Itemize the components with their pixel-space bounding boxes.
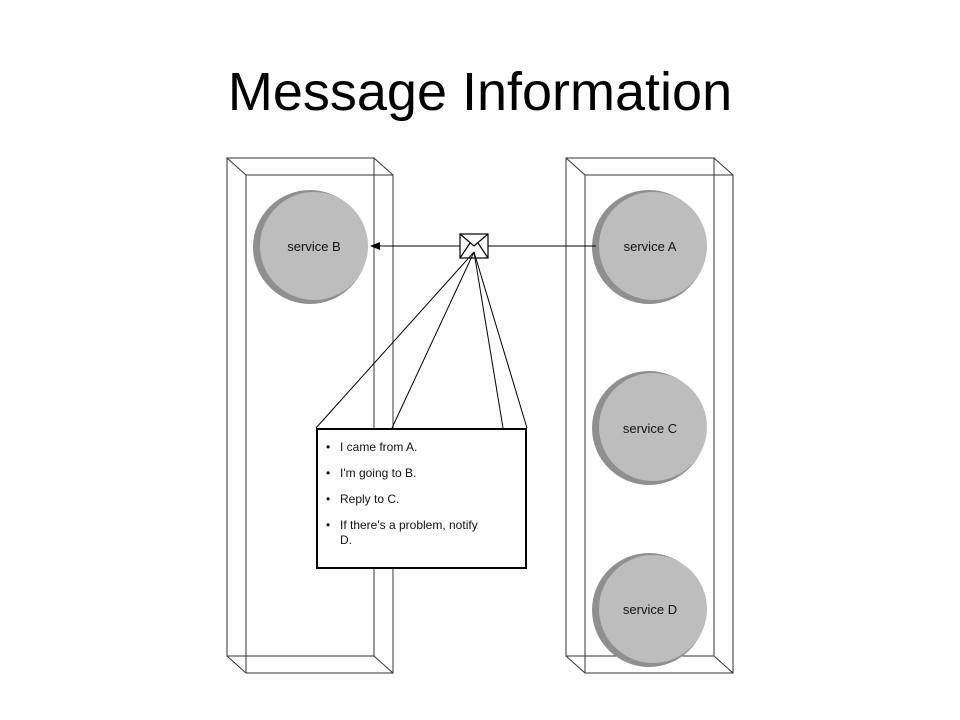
- service-d-node: service D: [592, 553, 707, 667]
- message-info-item: Reply to C.: [326, 492, 525, 507]
- message-info-item: If there's a problem, notify D.: [326, 518, 480, 548]
- service-a-label: service A: [624, 239, 677, 254]
- callout-lines: [315, 251, 528, 429]
- service-a-node: service A: [592, 190, 707, 304]
- service-c-node: service C: [592, 371, 707, 485]
- slide-title: Message Information: [227, 62, 733, 122]
- service-b-label: service B: [287, 239, 340, 254]
- right-container: [565, 157, 734, 674]
- service-b-node: service B: [253, 190, 368, 304]
- message-info-list: I came from A. I'm going to B. Reply to …: [318, 430, 525, 548]
- message-info-item: I'm going to B.: [326, 466, 525, 481]
- left-container: [226, 157, 394, 674]
- service-c-label: service C: [623, 421, 677, 436]
- service-d-label: service D: [623, 602, 677, 617]
- message-info-box: I came from A. I'm going to B. Reply to …: [316, 428, 527, 569]
- message-info-item: I came from A.: [326, 440, 525, 455]
